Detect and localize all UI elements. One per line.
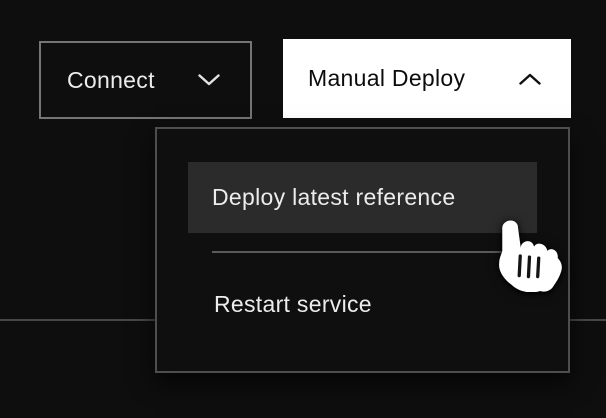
menu-item-label: Restart service xyxy=(214,290,372,317)
menu-item-deploy-latest-reference[interactable]: Deploy latest reference xyxy=(188,162,537,233)
manual-deploy-menu: Deploy latest reference Restart service xyxy=(155,127,570,373)
manual-deploy-button[interactable]: Manual Deploy xyxy=(283,39,571,118)
manual-deploy-button-label: Manual Deploy xyxy=(308,65,466,91)
menu-item-label: Deploy latest reference xyxy=(212,184,456,210)
menu-item-restart-service[interactable]: Restart service xyxy=(188,268,537,340)
connect-button[interactable]: Connect xyxy=(39,41,252,119)
menu-separator xyxy=(212,251,513,253)
connect-button-label: Connect xyxy=(67,66,155,93)
chevron-down-icon xyxy=(198,74,220,86)
chevron-up-icon xyxy=(519,73,541,85)
